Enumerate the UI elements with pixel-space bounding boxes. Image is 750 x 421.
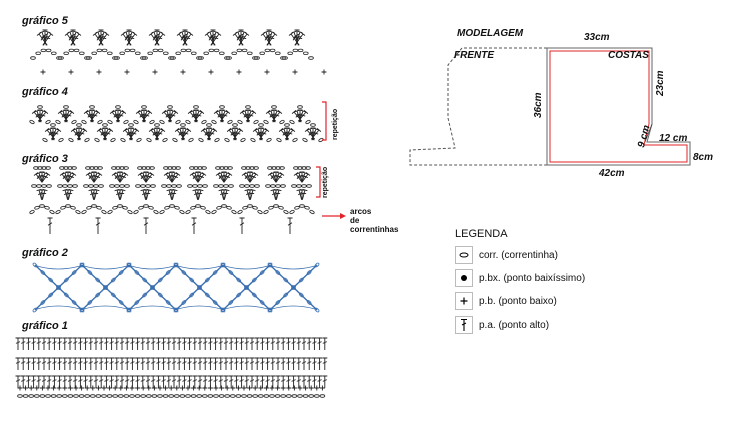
stitch-chart-grafico-1 [15,337,328,398]
chart-label-grafico-1: gráfico 1 [22,320,68,332]
dim-step: 12 cm [659,133,688,144]
legend-label: p.b. (ponto baixo) [479,295,557,307]
chart-label-grafico-2: gráfico 2 [22,247,68,259]
arcos-label: arcos de correntinhas [350,207,399,234]
repeat-label-grafico-3: repetição [322,166,329,198]
legend-title: LEGENDA [455,228,508,240]
stitch-chart-grafico-2 [32,262,320,313]
chart-label-grafico-5: gráfico 5 [22,15,68,27]
dim-top-width: 33cm [584,32,610,43]
repeat-label-grafico-4: repetição [332,108,339,140]
repeat-bracket-grafico-4 [322,101,327,141]
repeat-bracket-grafico-3 [316,166,321,198]
legend-label: p.bx. (ponto baixíssimo) [479,272,586,284]
legend-label: corr. (correntinha) [479,249,558,261]
stitch-chart-grafico-4 [29,105,324,143]
dim-height-left: 36cm [533,92,544,118]
label-frente: FRENTE [454,50,494,61]
chart-label-grafico-3: gráfico 3 [22,153,68,165]
pattern-modelagem [409,47,691,166]
label-costas: COSTAS [608,50,649,61]
tall-stitch-icon [455,316,473,334]
stitch-chart-grafico-5 [30,29,327,75]
oval-icon [455,246,473,264]
dim-bottom-width: 42cm [599,168,625,179]
legend-item-pbx: p.bx. (ponto baixíssimo) [455,268,585,288]
legend-label: p.a. (ponto alto) [479,319,550,331]
dim-height-right: 23cm [655,70,666,96]
chart-label-grafico-4: gráfico 4 [22,86,68,98]
legend-item-pa: p.a. (ponto alto) [455,315,549,335]
dim-diag: 9 cm [636,123,653,149]
stitch-chart-grafico-3 [29,166,315,234]
legend-item-corr: corr. (correntinha) [455,245,558,265]
legend-item-pb: p.b. (ponto baixo) [455,291,557,311]
dot-icon [455,269,473,287]
dim-step-height: 8cm [693,152,714,163]
pattern-title: MODELAGEM [457,28,524,39]
arrow-arcos [322,213,346,219]
plus-icon [455,292,473,310]
